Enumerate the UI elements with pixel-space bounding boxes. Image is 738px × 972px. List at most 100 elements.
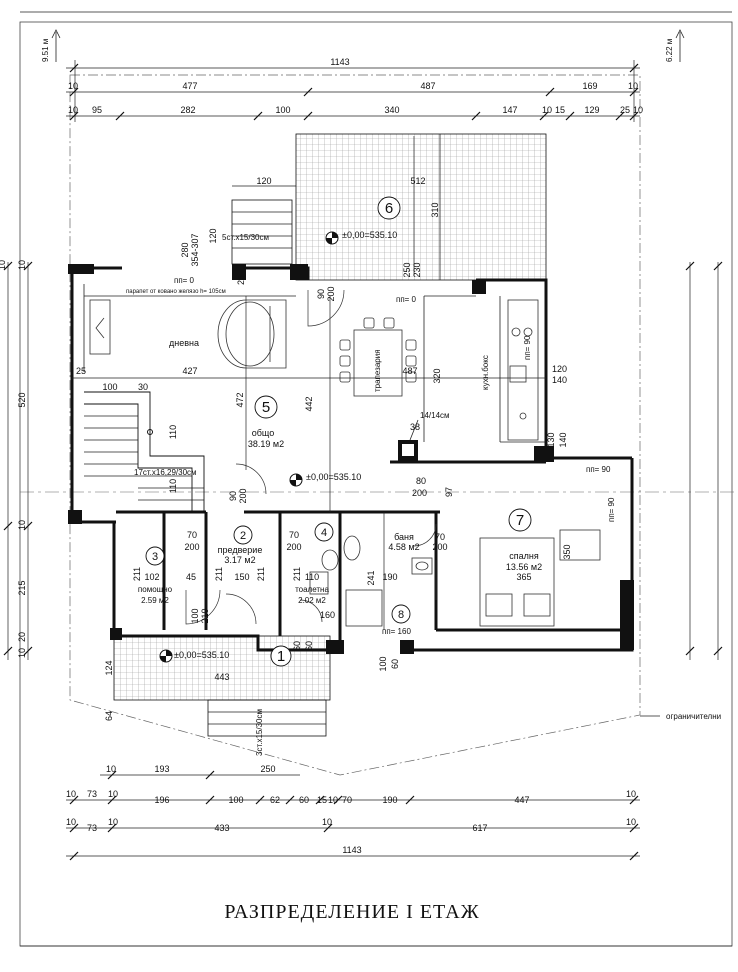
dim-text: 200	[184, 542, 199, 552]
bed	[479, 529, 601, 627]
dim-text: 433	[214, 823, 229, 833]
room-3-area: 2.59 м2	[141, 596, 169, 605]
dim-text: 97	[444, 487, 454, 497]
dim-text: 487	[420, 81, 435, 91]
dim-text: 340	[384, 105, 399, 115]
chimney-label: 14/14см	[420, 411, 450, 420]
room-8-area: 4.58 м2	[388, 542, 419, 552]
dim-text: 250	[260, 764, 275, 774]
dim-text: 10	[628, 81, 638, 91]
dim-text: 102	[144, 572, 159, 582]
dim-text: 60	[299, 795, 309, 805]
dining-furniture	[339, 317, 417, 397]
corner-marks: 9.51 м 6.22 м	[41, 29, 685, 62]
dim-text: 25	[76, 366, 86, 376]
room-4-name: тоалетна	[295, 585, 329, 594]
dim-text: 200	[238, 488, 248, 503]
dim-text: 10	[108, 817, 118, 827]
dim-text: 447	[514, 795, 529, 805]
elevation-label: ±0,00=535.10	[342, 230, 397, 240]
top-dimensions: 1143 10 477 487 169 10 10 95 282 100 340…	[66, 57, 643, 122]
terrace-6	[295, 133, 547, 281]
room-number-2: 2	[240, 530, 246, 542]
dim-text: 90	[228, 491, 238, 501]
room-number-5: 5	[262, 399, 270, 416]
dim-text: 512	[410, 176, 425, 186]
dim-text: 100	[275, 105, 290, 115]
dim-text: 200	[412, 488, 427, 498]
room-7-name: спалня	[509, 551, 539, 561]
porch-steps	[207, 699, 327, 737]
dim-text: 190	[382, 572, 397, 582]
dim-text: 211	[292, 567, 302, 581]
dim-text: 10	[17, 520, 27, 530]
dim-text: 10	[0, 260, 7, 270]
dim-text: 62	[270, 795, 280, 805]
plot-boundary	[69, 74, 641, 776]
dim-text: 30	[138, 382, 148, 392]
dim-text: 520	[17, 392, 27, 407]
top-stairs	[231, 199, 293, 265]
dim-text: 190	[382, 795, 397, 805]
right-dimensions	[685, 261, 723, 660]
dim-text: 60	[304, 641, 314, 651]
elevation-marker-terrace: ±0,00=535.10	[325, 230, 397, 245]
dim-text: 10	[66, 789, 76, 799]
dim-text: 211	[132, 567, 142, 581]
dim-text: 150	[234, 572, 249, 582]
dim-text: 100	[378, 656, 388, 671]
room-number-6: 6	[385, 200, 393, 217]
dim-text: 10	[68, 105, 78, 115]
dim-text: 10	[68, 81, 78, 91]
drawing-title: РАЗПРЕДЕЛЕНИЕ I ЕТАЖ	[224, 901, 479, 923]
dim-text: 70	[342, 795, 352, 805]
room-7-area: 13.56 м2	[506, 562, 542, 572]
dining-label: трапезария	[373, 349, 382, 392]
dim-text: 10	[626, 817, 636, 827]
elevation-marker-hall: ±0,00=535.10	[289, 472, 361, 487]
room-number-1: 1	[277, 648, 285, 665]
sill-label: пп= 90	[586, 465, 611, 474]
porch-1	[113, 635, 331, 701]
dim-text: 310	[430, 202, 440, 217]
dim-text: 427	[182, 366, 197, 376]
dim-text: 282	[180, 105, 195, 115]
dim-text: 196	[154, 795, 169, 805]
dim-text: 120	[256, 176, 271, 186]
dim-text: 15	[555, 105, 565, 115]
dim-text: 38	[410, 422, 420, 432]
sill-label: пп= 160	[382, 627, 411, 636]
dim-text: 25	[620, 105, 630, 115]
dim-text: 60	[390, 659, 400, 669]
plan-dimensions: 427 487 25 100 30 472 442 512 310 120 12…	[76, 176, 572, 721]
dim-text: 320	[432, 368, 442, 383]
dim-text: 100	[190, 608, 200, 623]
dim-text: 10	[17, 260, 27, 270]
dim-text: 10	[633, 105, 643, 115]
dim-text: 70	[187, 530, 197, 540]
dim-text: 80	[416, 476, 426, 486]
stair-bottom-label: 3ст.x15/30см	[255, 709, 264, 756]
dim-text: 193	[154, 764, 169, 774]
elevation-label: ±0,00=535.10	[174, 650, 229, 660]
dim-text: 280	[180, 242, 190, 257]
room-8-name: баня	[394, 532, 414, 542]
corner-mark-left: 9.51 м	[41, 39, 50, 62]
dim-text: 617	[472, 823, 487, 833]
dim-text: 200	[326, 286, 336, 301]
dim-text: 140	[558, 432, 568, 447]
living-label: дневна	[169, 338, 199, 348]
stair-top-label: 5ст.x15/30см	[222, 233, 269, 242]
dim-text: 169	[582, 81, 597, 91]
dim-text: 124	[104, 660, 114, 675]
dim-text: 354-307	[190, 233, 200, 266]
dim-text: 110	[305, 572, 319, 582]
corner-mark-right: 6.22 м	[665, 39, 674, 62]
sill-label: пп= 0	[174, 276, 195, 285]
dim-text: 10	[626, 789, 636, 799]
room-5-area: 38.19 м2	[248, 439, 284, 449]
dim-text: 147	[502, 105, 517, 115]
dim-text: 350	[562, 544, 572, 559]
partitions	[72, 284, 546, 630]
